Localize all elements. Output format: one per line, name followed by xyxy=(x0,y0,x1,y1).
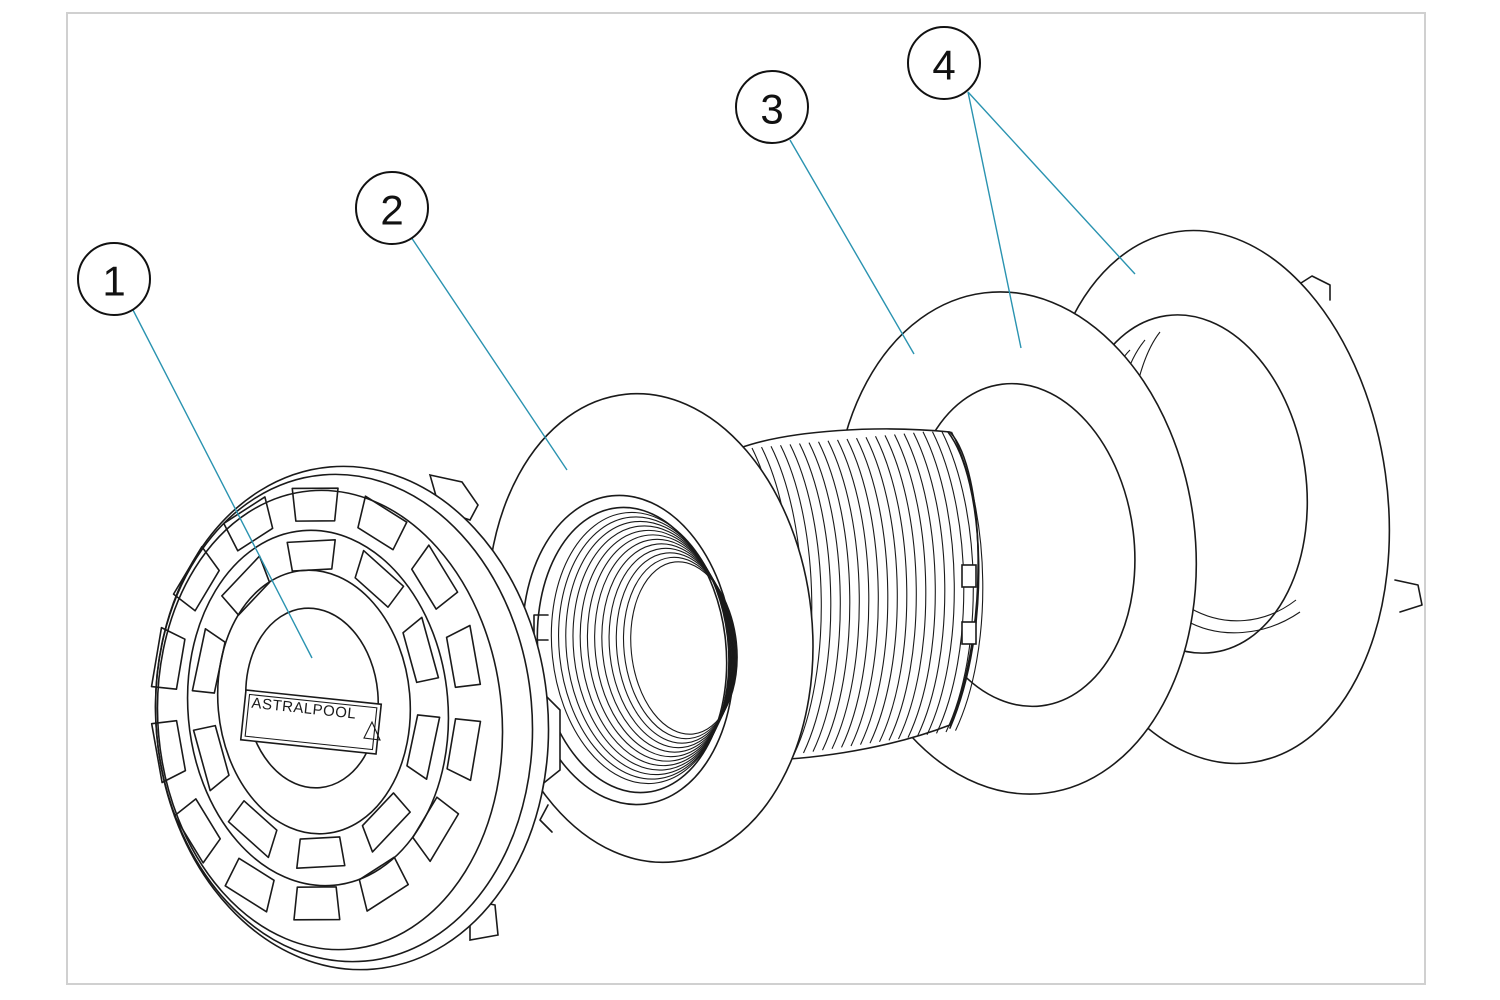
astralpool-logo: ASTRALPOOL xyxy=(239,689,383,755)
callout-2: 2 xyxy=(355,171,429,245)
part-1-grille-cover: ASTRALPOOL xyxy=(150,465,561,971)
callout-1: 1 xyxy=(77,242,151,316)
callout-4: 4 xyxy=(907,26,981,100)
leader-1 xyxy=(132,309,313,659)
callout-4-label: 4 xyxy=(932,42,955,89)
leader-3 xyxy=(789,139,915,355)
callout-1-label: 1 xyxy=(102,258,125,305)
part-2-threaded-body xyxy=(486,392,984,864)
callout-3-label: 3 xyxy=(760,86,783,133)
leader-4a xyxy=(967,91,1022,349)
drawing-frame xyxy=(66,12,1426,985)
leader-lines xyxy=(132,91,1136,659)
leader-4b xyxy=(967,91,1136,275)
callout-2-label: 2 xyxy=(380,187,403,234)
leader-2 xyxy=(410,236,568,471)
callout-3: 3 xyxy=(735,70,809,144)
